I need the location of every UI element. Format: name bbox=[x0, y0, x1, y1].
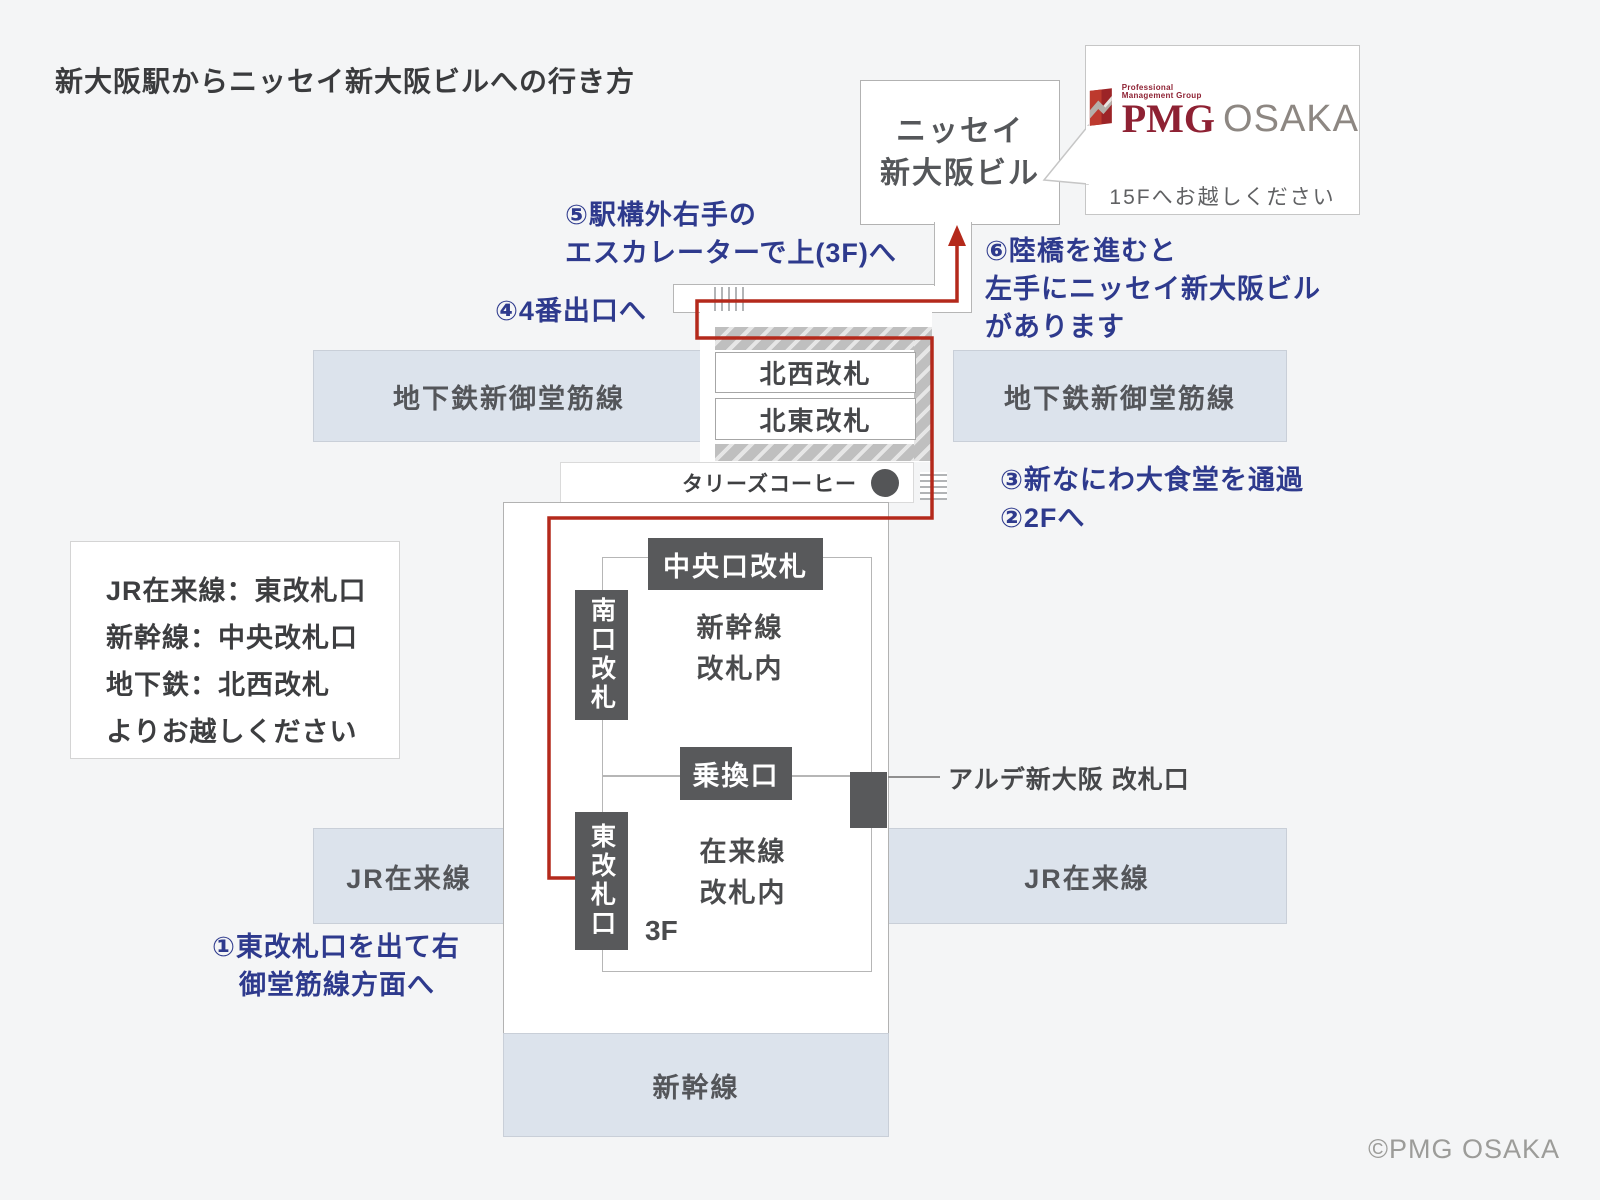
arde-gate-label: アルデ新大阪 改札口 bbox=[948, 766, 1190, 794]
arde-gate-connector bbox=[850, 772, 887, 828]
shinkansen-band: 新幹線 bbox=[503, 1033, 889, 1137]
tullys-dot-icon bbox=[871, 468, 899, 497]
pmg-flag-icon bbox=[1089, 88, 1112, 126]
info-line-closing: よりお越しください bbox=[106, 717, 358, 747]
escalator-icon bbox=[920, 472, 947, 500]
pmg-logo-sub-text: OSAKA bbox=[1223, 97, 1359, 140]
tullys-coffee-label: タリーズコーヒー bbox=[682, 472, 857, 496]
hatched-wall-top bbox=[715, 327, 932, 350]
page-title: 新大阪駅からニッセイ新大阪ビルへの行き方 bbox=[55, 66, 636, 97]
building-name-line2: 新大阪ビル bbox=[880, 156, 1040, 190]
floor-label: 3F bbox=[645, 915, 678, 946]
pmg-speech-bubble: Professional Management Group PMG OSAKA … bbox=[1085, 45, 1360, 215]
building-corridor bbox=[934, 222, 972, 286]
annotation-step6: ⑥陸橋を進むと 左手にニッセイ新大阪ビル があります bbox=[985, 236, 1321, 342]
annotation-step1: ①東改札口を出て右 御堂筋線方面へ bbox=[212, 932, 460, 1000]
bubble-message: 15Fへお越しください bbox=[1109, 186, 1336, 209]
info-line-shinkansen: 新幹線：中央改札口 bbox=[106, 623, 358, 653]
annotation-step3-2: ③新なにわ大食堂を通過 ②2Fへ bbox=[1000, 465, 1304, 533]
hatched-wall-right bbox=[914, 327, 932, 461]
local-inside-label: 在来線 改札内 bbox=[699, 837, 787, 908]
pmg-logo-small-text: Professional Management Group bbox=[1121, 83, 1202, 100]
stairs-icon bbox=[714, 287, 745, 311]
subway-line-label-left: 地下鉄新御堂筋線 bbox=[393, 383, 625, 414]
shinkansen-inside-label: 新幹線 改札内 bbox=[696, 613, 784, 684]
jr-local-band-left: JR在来線 bbox=[313, 828, 505, 924]
gate-northeast: 北東改札 bbox=[715, 398, 916, 440]
gate-east: 東改札口 bbox=[575, 812, 628, 950]
hatched-wall-bottom bbox=[715, 444, 932, 461]
gate-south: 南口改札 bbox=[575, 590, 628, 720]
info-line-subway: 地下鉄：北西改札 bbox=[106, 670, 330, 700]
shinkansen-band-label: 新幹線 bbox=[652, 1072, 740, 1103]
access-info-box: JR在来線：東改札口 新幹線：中央改札口 地下鉄：北西改札 よりお越しください bbox=[70, 541, 400, 759]
copyright-text: ©PMG OSAKA bbox=[1368, 1134, 1560, 1164]
gate-northwest: 北西改札 bbox=[715, 352, 916, 393]
subway-line-label-right: 地下鉄新御堂筋線 bbox=[1004, 383, 1236, 414]
tullys-coffee-strip: タリーズコーヒー bbox=[560, 462, 914, 503]
info-line-jr: JR在来線：東改札口 bbox=[106, 576, 367, 606]
subway-line-band-left: 地下鉄新御堂筋線 bbox=[313, 350, 705, 442]
annotation-step4: ④4番出口へ bbox=[495, 296, 647, 326]
arde-leader-line bbox=[888, 776, 940, 778]
speech-bubble-tail bbox=[1042, 123, 1090, 185]
subway-line-band-right: 地下鉄新御堂筋線 bbox=[953, 350, 1287, 442]
pmg-logo: Professional Management Group PMG OSAKA bbox=[1086, 78, 1359, 141]
gate-central: 中央口改札 bbox=[648, 538, 823, 590]
pmg-logo-main-text: PMG bbox=[1121, 96, 1216, 141]
jr-local-band-right: JR在来線 bbox=[887, 828, 1287, 924]
gate-transfer: 乗換口 bbox=[680, 747, 792, 800]
jr-local-label-left: JR在来線 bbox=[346, 863, 472, 894]
building-name-line1: ニッセイ bbox=[896, 114, 1024, 148]
jr-local-label-right: JR在来線 bbox=[1024, 863, 1150, 894]
annotation-step5: ⑤駅構外右手の エスカレーターで上(3F)へ bbox=[565, 200, 897, 268]
